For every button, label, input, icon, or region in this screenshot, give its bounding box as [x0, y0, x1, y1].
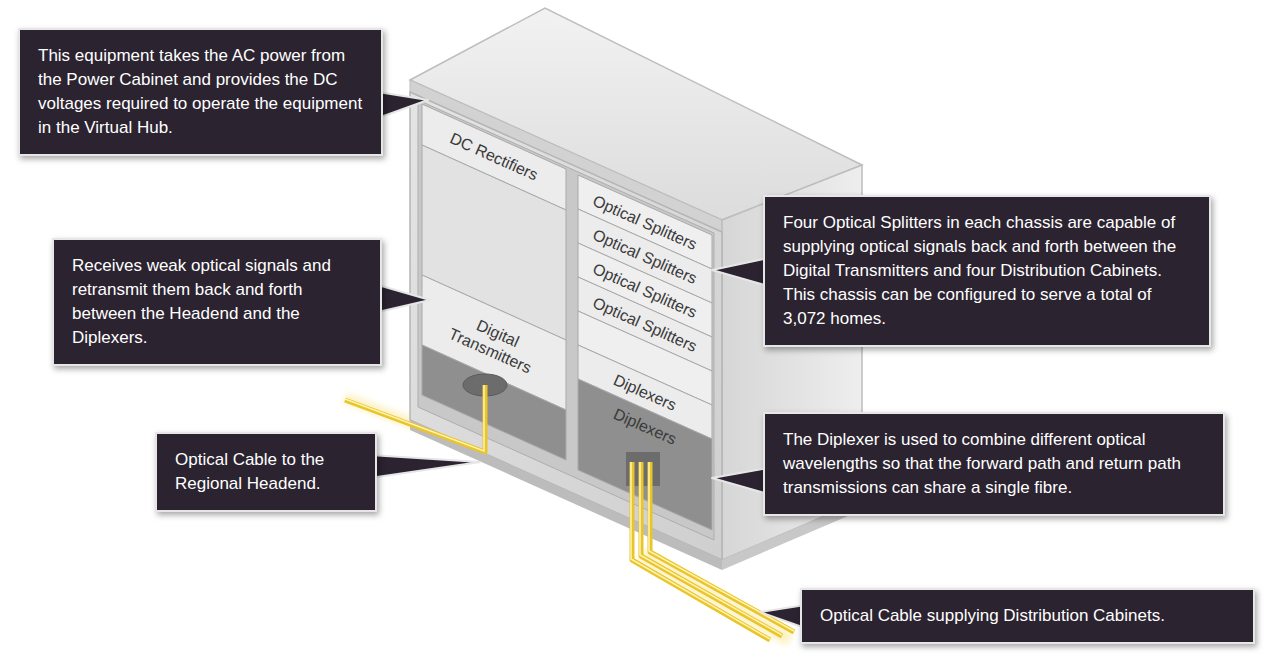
callout-text: The Diplexer is used to combine differen…: [783, 428, 1205, 500]
callout-box: Optical Cable to the Regional Headend.: [155, 432, 377, 512]
callout-box: The Diplexer is used to combine differen…: [763, 412, 1225, 516]
callout-text: This equipment takes the AC power from t…: [38, 44, 363, 140]
callout-text: Optical Cable supplying Distribution Cab…: [820, 604, 1235, 628]
callout-pointers: [370, 92, 805, 628]
callout-box: This equipment takes the AC power from t…: [18, 28, 383, 156]
callout-text: Receives weak optical signals and retran…: [72, 254, 362, 350]
right-panels: [578, 175, 712, 530]
panel-label: DC Rectifiers: [431, 121, 557, 191]
callout-box: Receives weak optical signals and retran…: [52, 238, 382, 366]
cable-highlights: [345, 385, 794, 639]
cabinet-inner: [418, 100, 714, 540]
optical-cables: [345, 385, 794, 640]
callout-box: Optical Cable supplying Distribution Cab…: [800, 588, 1255, 644]
cabinet-front: [410, 92, 722, 560]
left-panels: [422, 104, 566, 460]
callout-text: Four Optical Splitters in each chassis a…: [783, 211, 1191, 331]
panel-label: Digital Transmitters: [436, 302, 552, 381]
callout-text: Optical Cable to the Regional Headend.: [175, 448, 357, 496]
callout-box: Four Optical Splitters in each chassis a…: [763, 195, 1211, 347]
